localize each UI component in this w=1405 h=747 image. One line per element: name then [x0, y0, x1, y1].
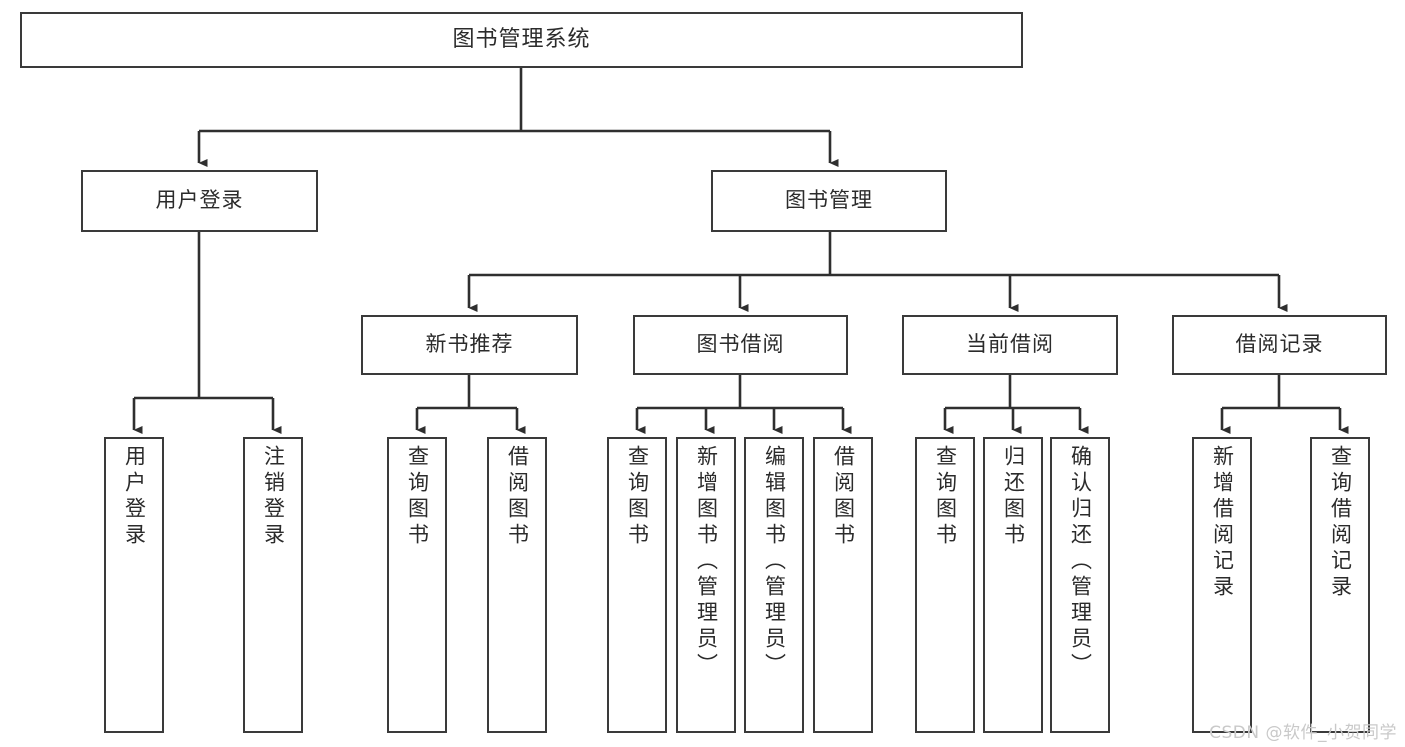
- leaf-node[interactable]: 借阅图书: [487, 437, 547, 733]
- leaf-node-label: 注销登录: [261, 445, 286, 549]
- leaf-node[interactable]: 新增借阅记录: [1192, 437, 1252, 733]
- leaf-node-label: 编辑图书（管理员）: [762, 445, 787, 679]
- leaf-node[interactable]: 查询图书: [607, 437, 667, 733]
- leaf-node-label: 查询借阅记录: [1328, 445, 1353, 601]
- node-borrow-record[interactable]: 借阅记录: [1172, 315, 1387, 375]
- csdn-watermark: CSDN @软件_小贺同学: [1209, 723, 1397, 743]
- node-book-borrow-label: 图书借阅: [696, 332, 785, 357]
- node-book-management-label: 图书管理: [785, 188, 873, 213]
- node-current-borrow[interactable]: 当前借阅: [902, 315, 1118, 375]
- leaf-node[interactable]: 用户登录: [104, 437, 164, 733]
- node-current-borrow-label: 当前借阅: [966, 332, 1054, 357]
- leaf-node[interactable]: 查询借阅记录: [1310, 437, 1370, 733]
- node-new-book-recommend-label: 新书推荐: [425, 332, 514, 357]
- node-borrow-record-label: 借阅记录: [1235, 332, 1324, 357]
- leaf-node[interactable]: 查询图书: [387, 437, 447, 733]
- leaf-node[interactable]: 确认归还（管理员）: [1050, 437, 1110, 733]
- node-book-borrow[interactable]: 图书借阅: [633, 315, 848, 375]
- leaf-node[interactable]: 查询图书: [915, 437, 975, 733]
- leaf-node[interactable]: 借阅图书: [813, 437, 873, 733]
- leaf-node-label: 用户登录: [122, 445, 147, 549]
- leaf-node-label: 查询图书: [933, 445, 958, 549]
- node-user-login[interactable]: 用户登录: [81, 170, 318, 232]
- node-book-management[interactable]: 图书管理: [711, 170, 947, 232]
- node-user-login-label: 用户登录: [155, 188, 244, 213]
- leaf-node-label: 查询图书: [405, 445, 430, 549]
- leaf-node-label: 查询图书: [625, 445, 650, 549]
- node-new-book-recommend[interactable]: 新书推荐: [361, 315, 578, 375]
- leaf-node[interactable]: 归还图书: [983, 437, 1043, 733]
- leaf-node-label: 新增图书（管理员）: [694, 445, 719, 679]
- leaf-node-label: 借阅图书: [505, 445, 530, 549]
- leaf-node[interactable]: 注销登录: [243, 437, 303, 733]
- node-root[interactable]: 图书管理系统: [20, 12, 1023, 68]
- leaf-node[interactable]: 新增图书（管理员）: [676, 437, 736, 733]
- leaf-node-label: 确认归还（管理员）: [1068, 445, 1093, 679]
- leaf-node-label: 借阅图书: [831, 445, 856, 549]
- node-root-label: 图书管理系统: [452, 26, 591, 52]
- leaf-node[interactable]: 编辑图书（管理员）: [744, 437, 804, 733]
- leaf-node-label: 新增借阅记录: [1210, 445, 1235, 601]
- leaf-node-label: 归还图书: [1001, 445, 1026, 549]
